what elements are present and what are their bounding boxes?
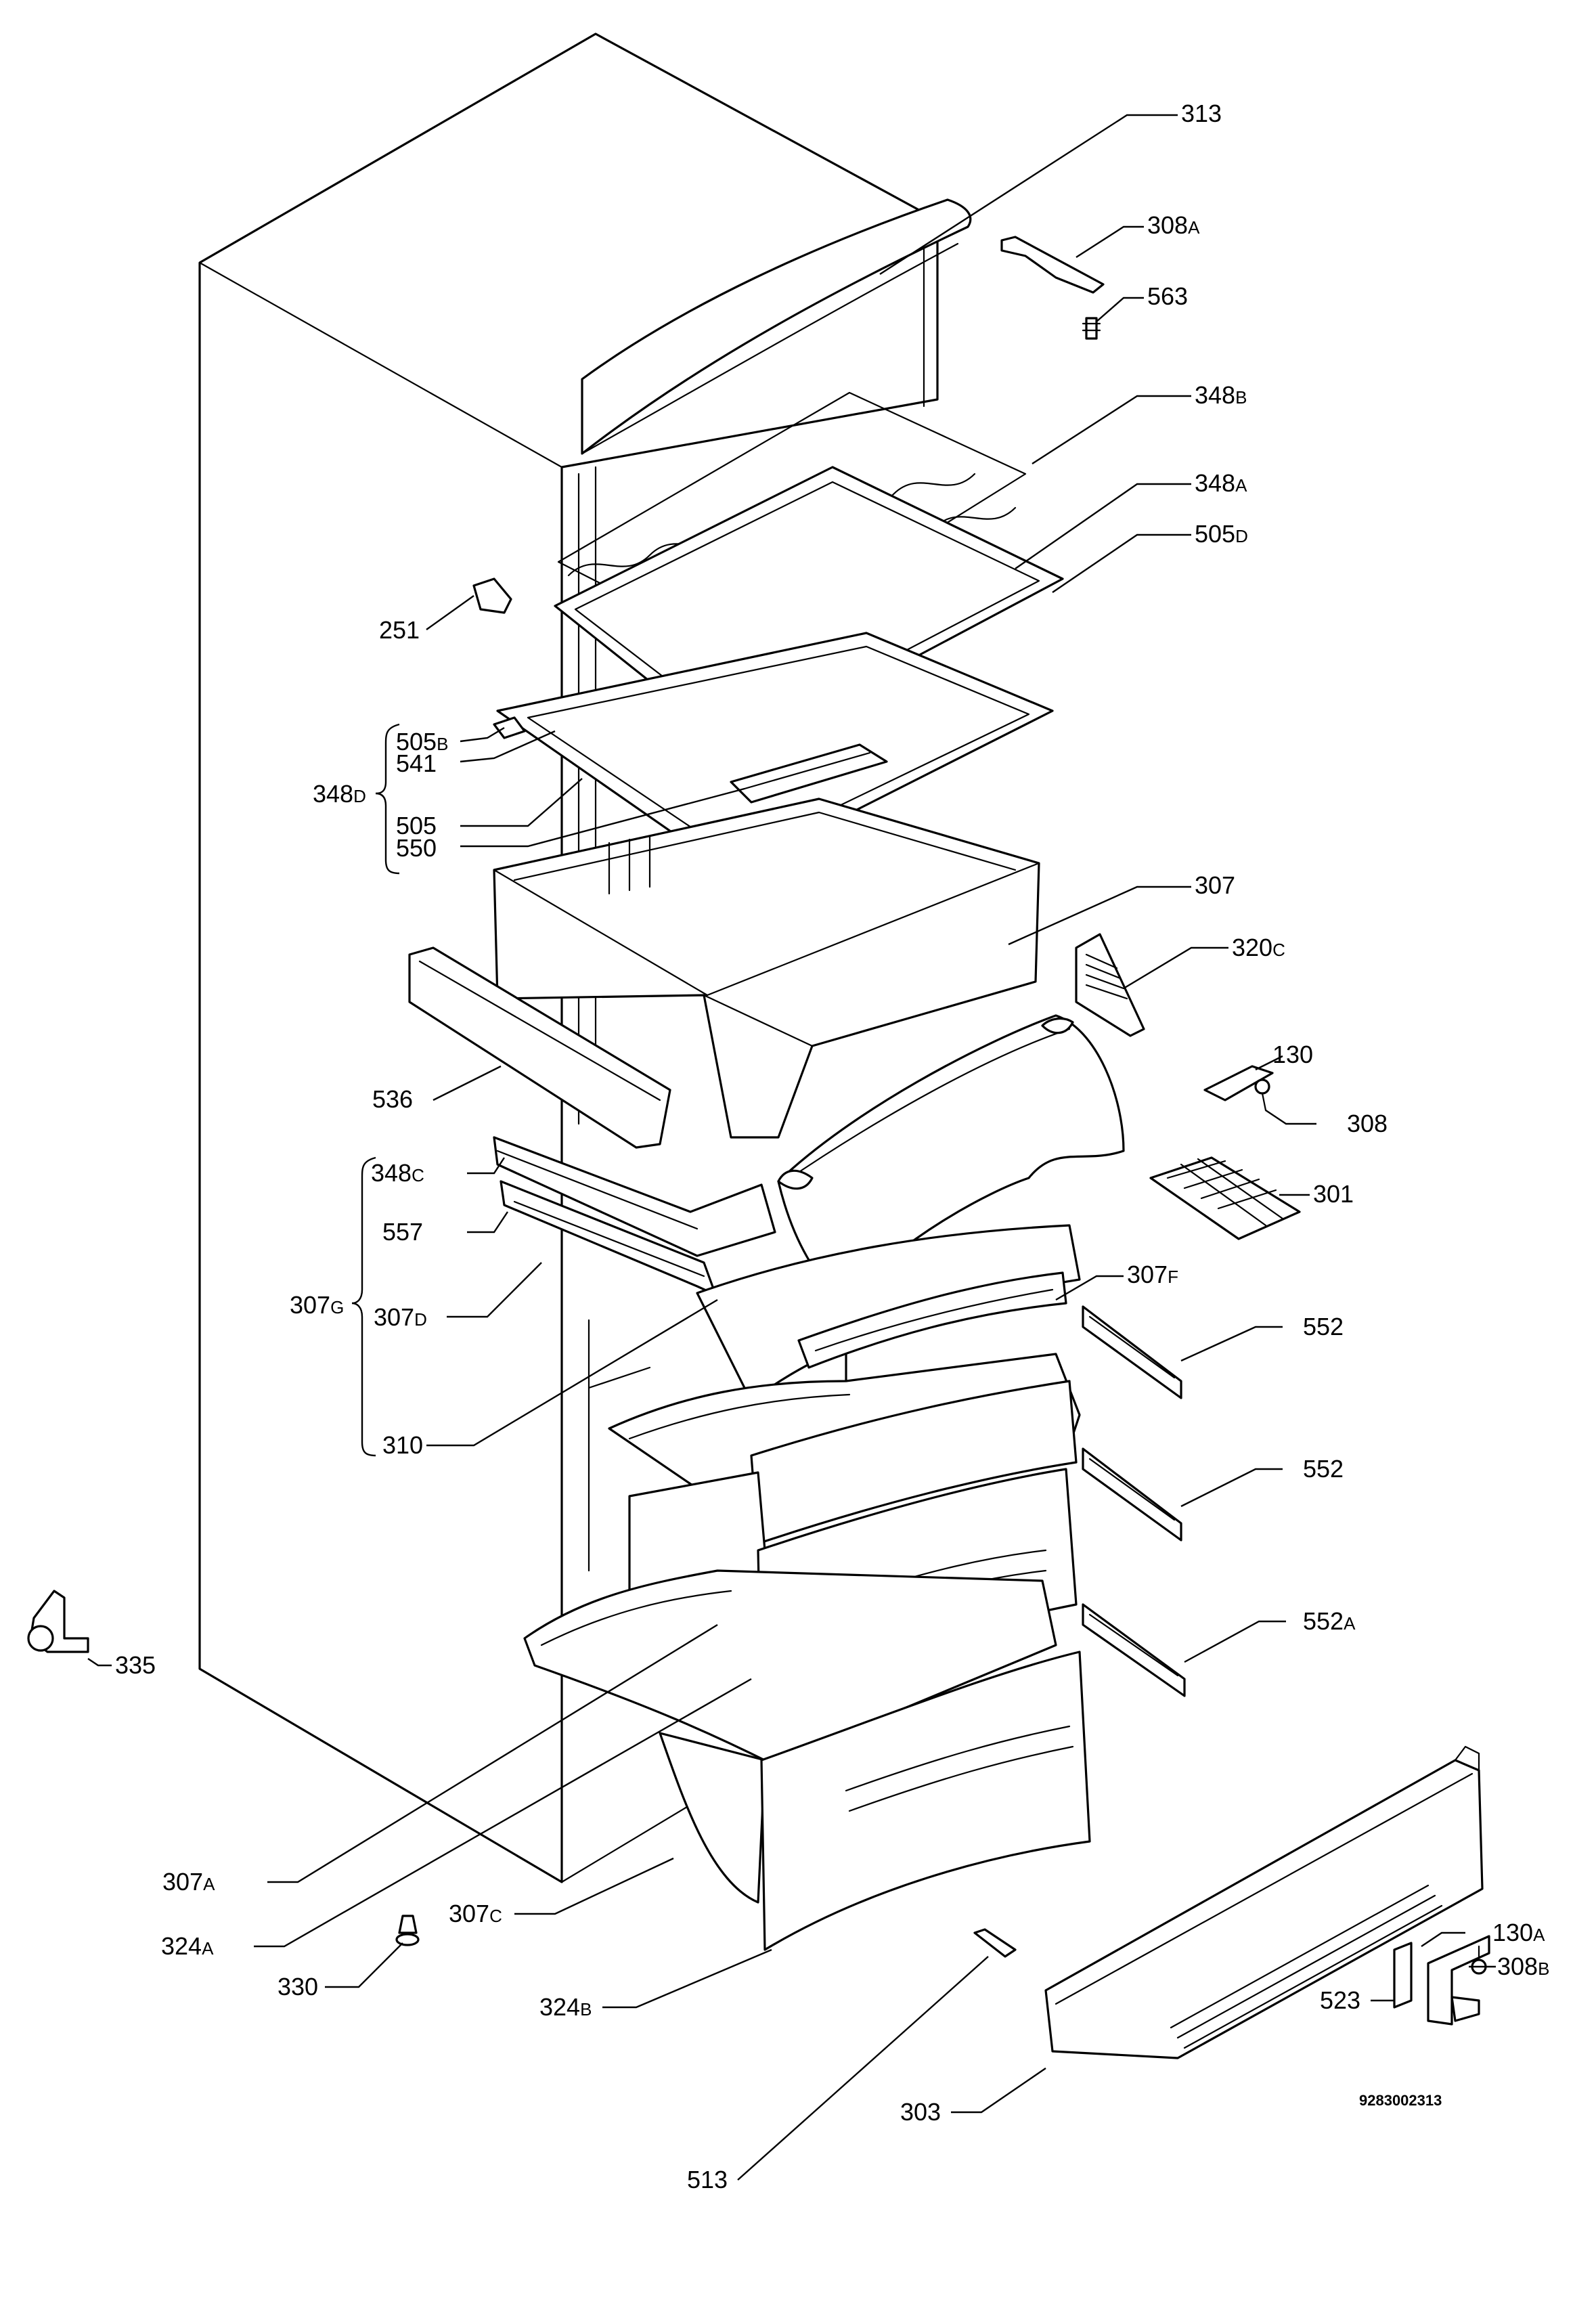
rail-552a — [1082, 1603, 1186, 1697]
label-307d: 307D — [374, 1303, 427, 1331]
label-513: 513 — [687, 2166, 728, 2193]
label-523: 523 — [1320, 1986, 1360, 2014]
label-307g: 307G — [290, 1291, 344, 1319]
label-552a: 552A — [1303, 1607, 1356, 1635]
drawer-307f — [696, 1224, 1081, 1403]
label-307c: 307C — [449, 1900, 502, 1927]
label-541: 541 — [396, 749, 437, 777]
label-348c: 348C — [371, 1159, 424, 1187]
label-303: 303 — [900, 2098, 941, 2126]
crisper-307 — [493, 798, 1040, 1139]
label-552-upper: 552 — [1303, 1313, 1344, 1340]
label-552-lower: 552 — [1303, 1455, 1344, 1483]
label-307f: 307F — [1127, 1261, 1178, 1288]
vent-320c — [1075, 933, 1145, 1037]
label-320c: 320C — [1232, 934, 1285, 961]
divider-536 — [408, 946, 671, 1149]
diagram-code: 9283002313 — [1359, 2092, 1442, 2109]
label-130: 130 — [1272, 1041, 1313, 1068]
rail-552-upper — [1082, 1305, 1182, 1399]
label-505b: 505B — [396, 728, 448, 756]
label-505: 505 — [396, 812, 437, 839]
label-310: 310 — [382, 1431, 423, 1459]
callout-labels: 313 308A 563 348B 348A 505D 251 505B 541… — [115, 100, 1549, 2193]
label-348d: 348D — [313, 780, 366, 808]
label-536: 536 — [372, 1085, 413, 1113]
label-308: 308 — [1347, 1110, 1388, 1137]
label-130a: 130A — [1492, 1919, 1545, 1946]
leader-lines — [87, 114, 1496, 2181]
label-308a: 308A — [1147, 211, 1200, 239]
label-301: 301 — [1313, 1180, 1354, 1208]
drawer-307c — [523, 1569, 1091, 1951]
label-313: 313 — [1181, 100, 1222, 127]
label-324a: 324A — [161, 1932, 214, 1960]
label-330: 330 — [278, 1973, 318, 2001]
label-348b: 348B — [1195, 381, 1247, 409]
label-563: 563 — [1147, 282, 1188, 310]
kickplate-303 — [1044, 1745, 1484, 2059]
label-308b: 308B — [1497, 1952, 1549, 1980]
label-251: 251 — [379, 616, 420, 644]
label-324b: 324B — [539, 1993, 592, 2021]
label-307a: 307A — [162, 1868, 215, 1896]
label-557: 557 — [382, 1218, 423, 1246]
label-505d: 505D — [1195, 520, 1248, 548]
label-307: 307 — [1195, 871, 1235, 899]
cabinet-body — [198, 32, 972, 1883]
ice-tray-301 — [1149, 1156, 1301, 1240]
small-parts — [27, 236, 1490, 2026]
part-130-308 — [1203, 1065, 1274, 1112]
rail-552-lower — [1082, 1447, 1182, 1542]
label-348a: 348A — [1195, 469, 1247, 497]
label-335: 335 — [115, 1651, 156, 1679]
label-550: 550 — [396, 834, 437, 862]
